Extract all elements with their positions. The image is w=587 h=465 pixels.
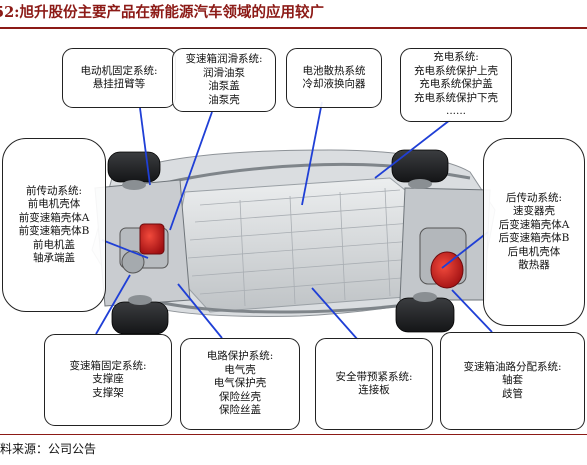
callout-gearbox-mount-item: 支撑架 [92, 386, 124, 399]
leader-seatbelt [311, 287, 359, 341]
page-title: 52:旭升股份主要产品在新能源汽车领域的应用较广 [0, 1, 587, 25]
leader-gearbox-oil [451, 289, 493, 333]
callout-gearbox-mount-item: 支撑座 [92, 373, 124, 386]
callout-gearbox-mount-title: 变速箱固定系统: [69, 359, 147, 372]
callout-seatbelt-item: 连接板 [358, 384, 390, 396]
leader-gearbox-mount [95, 274, 131, 335]
figure-title: 旭升股份主要产品在新能源汽车领域的应用较广 [19, 4, 325, 21]
callout-motor-mount: 电动机固定系统: 悬挂扭臂等 [62, 48, 176, 108]
footer-divider [0, 434, 587, 435]
callout-circuit-protect: 电路保护系统: 电气壳 电气保护壳 保险丝壳 保险丝盖 [180, 338, 300, 430]
callout-seatbelt-title: 安全带预紧系统: [335, 370, 413, 383]
callout-front-drive-item: 前电机壳体 [27, 198, 81, 210]
callout-charging-title: 充电系统: [433, 51, 479, 64]
callout-charging-item: 充电系统保护下壳 [414, 91, 498, 104]
callout-front-drive-item: 前变速箱壳体B [18, 225, 90, 237]
callout-gearbox-oil-item: 歧管 [502, 387, 523, 400]
callout-rear-drive-item: 散热器 [518, 259, 550, 271]
battery-floor [169, 177, 431, 313]
callout-front-drive-title: 前传动系统: [25, 184, 83, 197]
callout-circuit-protect-item: 保险丝盖 [219, 404, 261, 417]
callout-battery-cooling-title: 电池散热系统 [302, 64, 366, 77]
front-right-tire [111, 301, 169, 335]
leader-battery-cooling [301, 101, 323, 206]
rear-motor [430, 251, 464, 289]
front-left-tire [107, 151, 161, 183]
leader-rear-drive [441, 231, 489, 269]
front-gearbox [121, 250, 145, 274]
callout-gearbox-oil-title: 变速箱油路分配系统: [463, 360, 562, 373]
callout-motor-mount-item: 悬挂扭臂等 [92, 78, 146, 90]
callout-motor-mount-title: 电动机固定系统: [80, 64, 158, 77]
leader-front-drive [101, 239, 149, 259]
callout-charging-item: 充电系统保护盖 [419, 78, 493, 91]
hubs [122, 179, 437, 305]
callout-front-drive: 前传动系统: 前电机壳体 前变速箱壳体A 前变速箱壳体B 前电机盖 轴承端盖 [2, 138, 106, 312]
callout-circuit-protect-item: 保险丝壳 [219, 390, 261, 403]
callout-battery-cooling: 电池散热系统 冷却液换向器 [286, 48, 382, 108]
callout-gearbox-lube: 变速箱润滑系统: 润滑油泵 油泵盖 油泵壳 [172, 48, 276, 112]
callout-front-drive-item: 轴承端盖 [33, 252, 75, 264]
callout-seatbelt: 安全带预紧系统: 连接板 [315, 338, 433, 430]
callout-gearbox-lube-title: 变速箱润滑系统: [185, 53, 263, 65]
title-divider [0, 27, 587, 29]
callout-charging-ellipsis: ...... [445, 105, 467, 118]
callout-circuit-protect-item: 电气壳 [224, 363, 256, 376]
leader-gearbox-lube [169, 111, 213, 231]
callout-rear-drive-item: 后变速箱壳体A [498, 218, 570, 231]
callout-rear-drive-item: 速变器壳 [513, 205, 555, 217]
callout-circuit-protect-title: 电路保护系统: [206, 350, 274, 363]
callout-circuit-protect-item: 电气保护壳 [213, 377, 267, 390]
leader-lines [95, 101, 493, 341]
front-motor [139, 223, 165, 255]
callout-gearbox-lube-item: 油泵盖 [208, 80, 240, 92]
figure-number: 52: [0, 4, 20, 21]
rear-left-tire [391, 149, 449, 183]
leader-circuit-protect [177, 283, 223, 339]
rear-right-tire [395, 297, 455, 333]
callout-charging-item: 充电系统保护上壳 [414, 64, 498, 77]
callout-gearbox-oil-item: 轴套 [502, 374, 523, 387]
leader-motor-mount [139, 107, 151, 186]
callout-front-drive-item: 前电机盖 [33, 238, 75, 251]
callout-rear-drive-item: 后变速箱壳体B [498, 232, 570, 244]
callout-front-drive-item: 前变速箱壳体A [18, 211, 90, 224]
callout-rear-drive-title: 后传动系统: [505, 191, 563, 204]
source-note: 料来源：公司公告 [0, 442, 97, 456]
callout-battery-cooling-item: 冷却液换向器 [302, 78, 366, 90]
callout-gearbox-lube-item: 润滑油泵 [203, 66, 245, 79]
callout-rear-drive-item: 后电机壳体 [507, 245, 561, 258]
floor-ribs [187, 187, 415, 307]
callout-gearbox-oil: 变速箱油路分配系统: 轴套 歧管 [440, 332, 585, 430]
callout-rear-drive: 后传动系统: 速变器壳 后变速箱壳体A 后变速箱壳体B 后电机壳体 散热器 [483, 138, 585, 326]
callout-gearbox-lube-item: 油泵壳 [208, 93, 240, 106]
leader-charging [374, 119, 451, 179]
callout-charging: 充电系统: 充电系统保护上壳 充电系统保护盖 充电系统保护下壳 ...... [400, 48, 512, 122]
callout-gearbox-mount: 变速箱固定系统: 支撑座 支撑架 [44, 334, 172, 426]
